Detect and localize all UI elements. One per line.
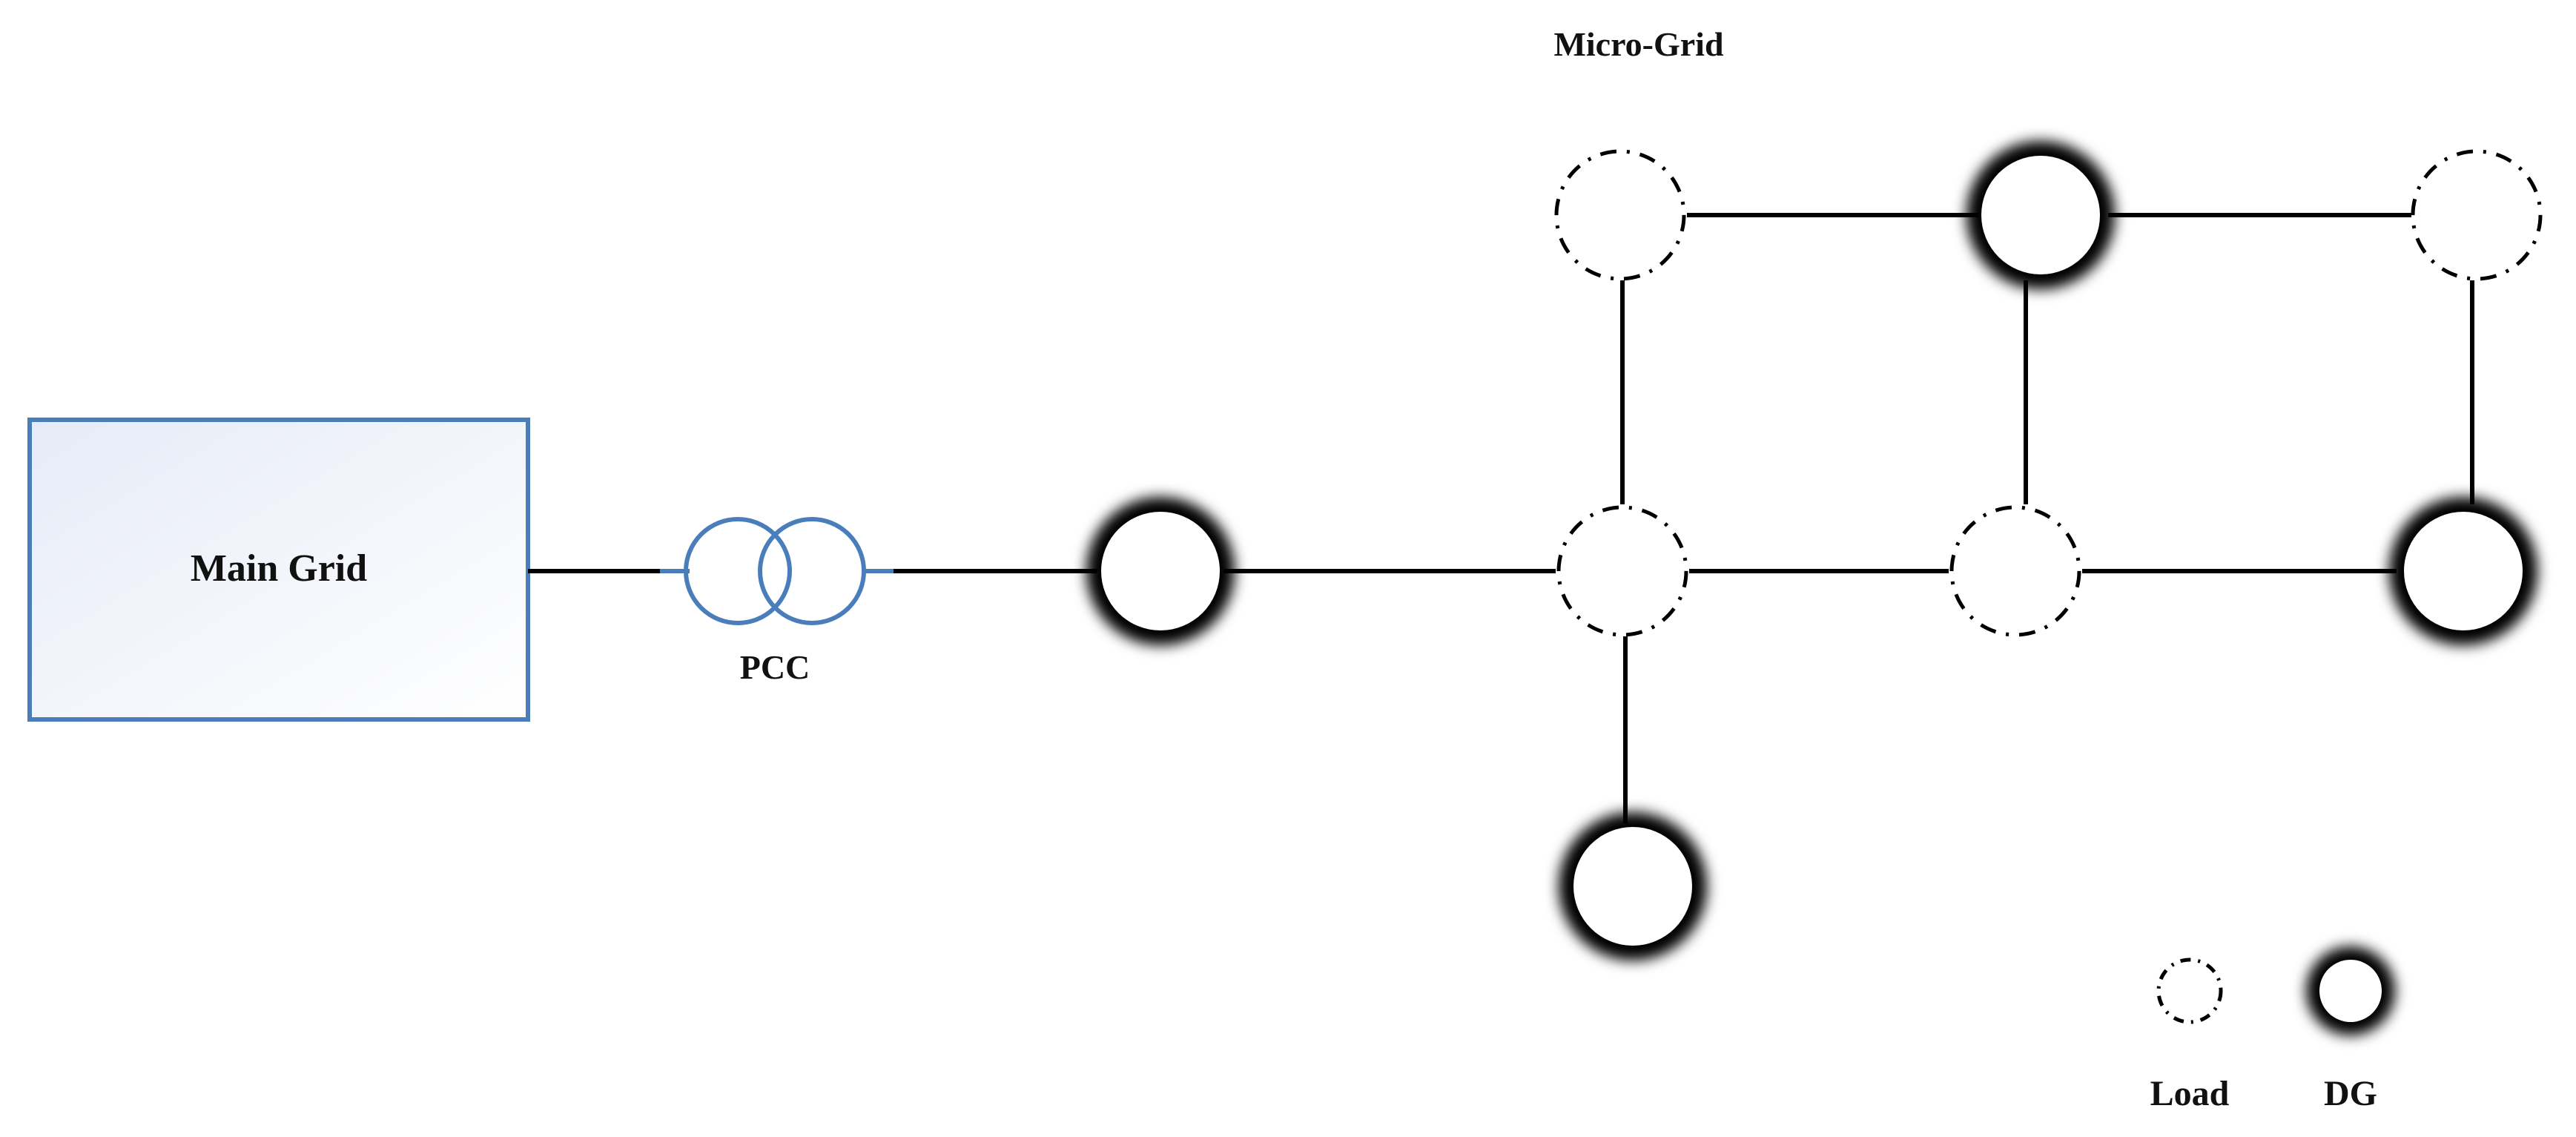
load-node-top-left (1554, 149, 1686, 281)
pcc-transformer: PCC (660, 517, 894, 686)
dg-node-1 (1086, 497, 1235, 645)
load-nodes (1554, 149, 2543, 637)
connection-lines (528, 213, 2474, 823)
legend-load-symbol (2156, 958, 2223, 1024)
load-node-top-right (2411, 149, 2543, 281)
main-grid-block: Main Grid (27, 418, 530, 722)
load-node-bus-1 (1556, 505, 1688, 637)
legend-dg: DG (2306, 946, 2395, 1113)
legend-load: Load (2150, 958, 2230, 1113)
legend-load-label: Load (2150, 1074, 2230, 1113)
pcc-coil-right (758, 517, 866, 625)
microgrid-title: Micro-Grid (1553, 25, 1723, 63)
dg-node-right (2389, 497, 2537, 645)
main-grid-label: Main Grid (191, 547, 367, 590)
main-grid-box (27, 418, 530, 722)
load-node-bus-2 (1949, 505, 2081, 637)
pcc-coil-left (684, 517, 792, 625)
legend: Load DG (2150, 946, 2395, 1113)
dg-node-bottom (1559, 812, 1707, 960)
pcc-label: PCC (740, 648, 810, 686)
legend-dg-symbol (2319, 960, 2382, 1022)
legend-dg-label: DG (2324, 1074, 2377, 1113)
dg-nodes (1086, 141, 2537, 960)
dg-node-top (1966, 141, 2115, 289)
